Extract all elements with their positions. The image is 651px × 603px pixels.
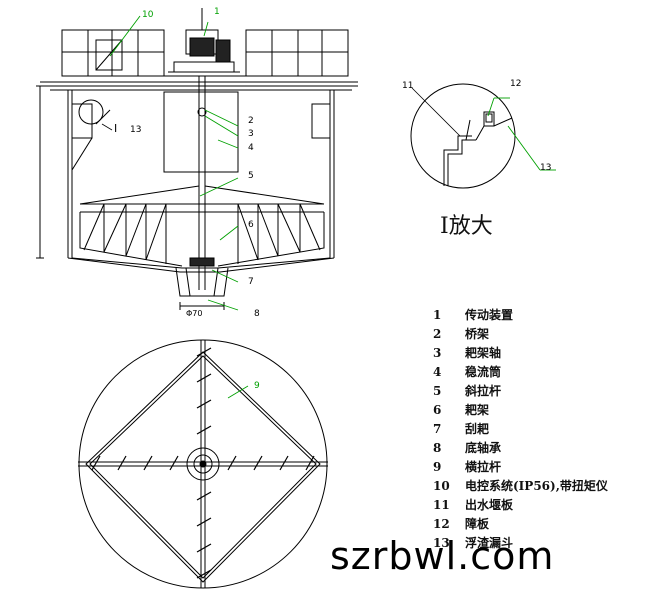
legend-text: 电控系统(IP56),带扭矩仪	[465, 479, 608, 493]
legend-text: 横拉杆	[465, 460, 502, 474]
callout-3: 3	[248, 129, 254, 139]
legend-text: 稳流筒	[465, 365, 502, 379]
center-hub-outer	[186, 447, 220, 481]
height-dimension	[36, 85, 44, 259]
legend-number: 9	[433, 459, 442, 474]
drive-unit	[168, 8, 240, 73]
legend-text: 耙架轴	[465, 346, 502, 360]
legend-item: 13 浮渣漏斗	[433, 533, 643, 552]
legend-item: 4 稳流筒	[433, 362, 643, 381]
elevation-view	[36, 8, 358, 310]
legend-number: 10	[433, 478, 450, 493]
legend-number: 5	[433, 383, 442, 398]
callout-8: 8	[254, 309, 260, 319]
feed-well	[163, 91, 239, 173]
legend-item: 1 传动装置	[433, 305, 643, 324]
legend-item: 2 桥架	[433, 324, 643, 343]
legend-item: 6 耙架	[433, 400, 643, 419]
tie-rod-diamond	[85, 351, 321, 583]
legend-item: 10 电控系统(IP56),带扭矩仪	[433, 476, 643, 495]
control-cabinet-right	[245, 29, 349, 77]
legend-text: 底轴承	[465, 441, 502, 455]
tank-wall	[67, 90, 335, 273]
callout-I: I	[114, 122, 117, 135]
callout-4: 4	[248, 143, 254, 153]
callout-10: 10	[142, 10, 154, 20]
legend-item: 3 耙架轴	[433, 343, 643, 362]
center-hub-inner	[193, 454, 213, 474]
callout-2: 2	[248, 116, 254, 126]
legend-item: 5 斜拉杆	[433, 381, 643, 400]
center-shaft	[197, 76, 207, 290]
plan-view	[78, 339, 328, 589]
legend-text: 斜拉杆	[465, 384, 502, 398]
detail-caption: I放大	[440, 214, 493, 239]
callout-13-main: 13	[130, 125, 141, 135]
legend-number: 1	[433, 307, 442, 322]
legend-item: 8 底轴承	[433, 438, 643, 457]
tank-plan-circle	[78, 339, 328, 589]
detail-callout-11: 11	[402, 81, 413, 91]
legend-text: 出水堰板	[465, 498, 514, 512]
legend-item: 12 障板	[433, 514, 643, 533]
legend-number: 12	[433, 516, 450, 531]
legend-number: 2	[433, 326, 442, 341]
rake-truss	[79, 185, 325, 267]
leader-lines-black	[101, 87, 461, 137]
legend-number: 3	[433, 345, 442, 360]
legend-number: 4	[433, 364, 442, 379]
callout-7: 7	[248, 277, 254, 287]
leader-lines-green	[109, 15, 556, 399]
legend-text: 耙架	[465, 403, 490, 417]
legend-number: 11	[433, 497, 450, 512]
legend-text: 刮耙	[465, 422, 490, 436]
dimension-label: Φ70	[186, 309, 202, 318]
callout-1: 1	[214, 7, 220, 17]
legend-text: 桥架	[465, 327, 490, 341]
detail-I-view	[410, 83, 516, 189]
callout-9: 9	[254, 381, 260, 391]
legend-number: 6	[433, 402, 442, 417]
legend-text: 障板	[465, 517, 490, 531]
legend-text: 浮渣漏斗	[465, 536, 514, 550]
legend-number: 7	[433, 421, 442, 436]
legend-item: 7 刮耙	[433, 419, 643, 438]
control-cabinet-left	[61, 29, 165, 77]
detail-callout-12: 12	[510, 79, 521, 89]
legend-number: 13	[433, 535, 450, 550]
legend-item: 11 出水堰板	[433, 495, 643, 514]
parts-legend: 1 传动装置 2 桥架 3 耙架轴 4 稳流筒 5 斜拉杆 6 耙架 7 刮耙 8 底轴承 9 横拉杆 10 电控系统…	[433, 305, 643, 552]
callout-5: 5	[248, 171, 254, 181]
watermark: szrbwl.com	[330, 534, 555, 578]
callout-6: 6	[248, 220, 254, 230]
legend-text: 传动装置	[465, 308, 514, 322]
detail-callout-13: 13	[540, 163, 551, 173]
legend-item: 9 横拉杆	[433, 457, 643, 476]
legend-number: 8	[433, 440, 442, 455]
